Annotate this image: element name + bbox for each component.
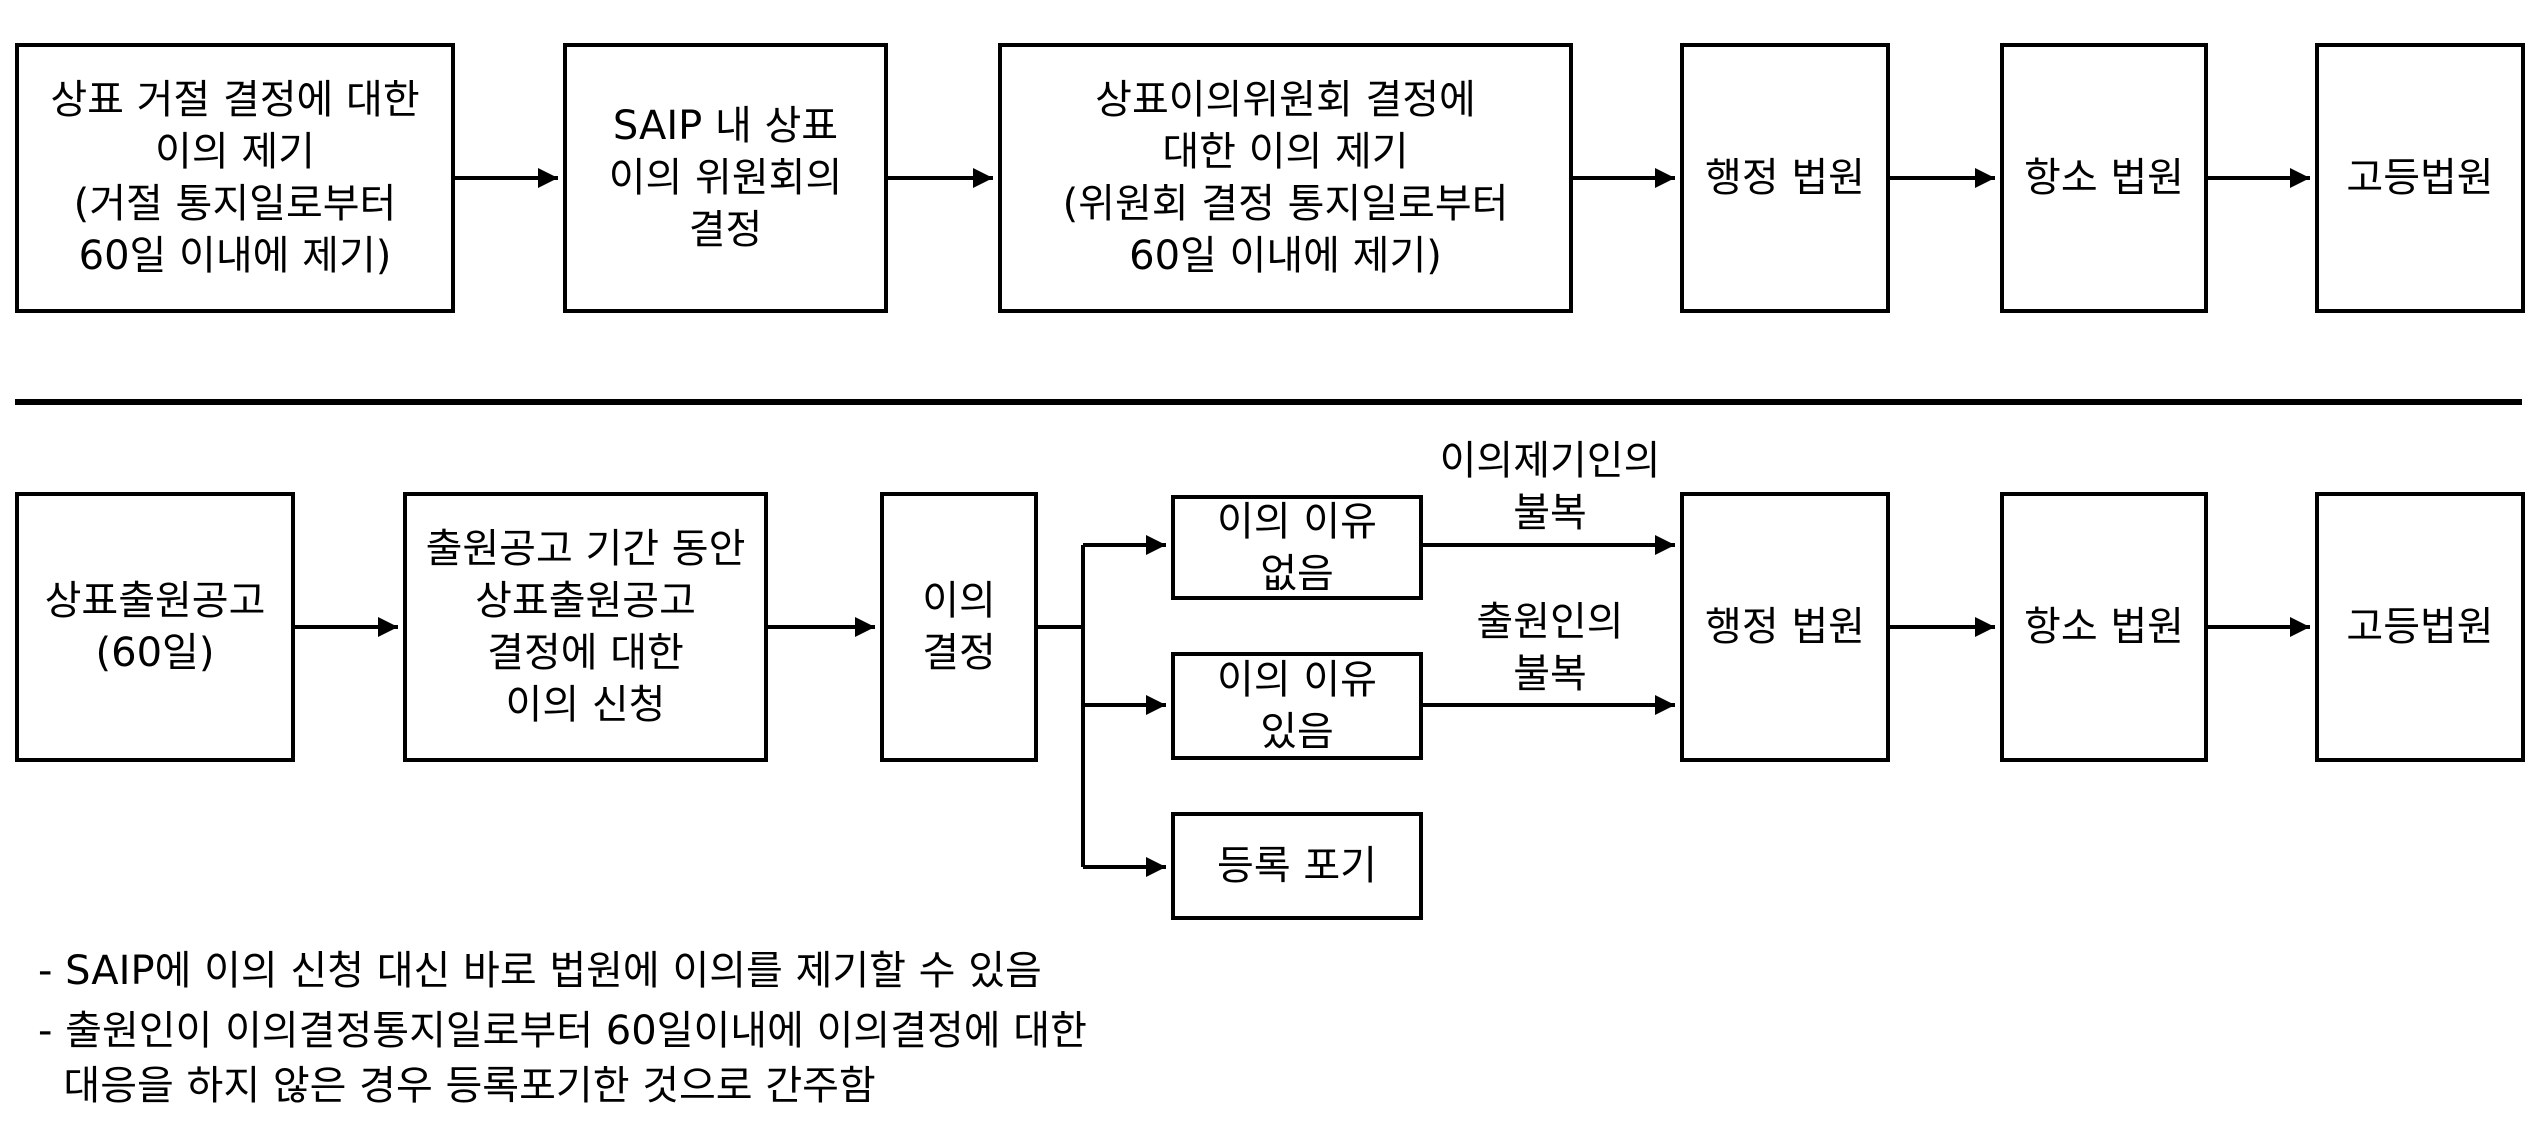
box-bottom-appeal-court: 항소 법원 <box>2000 492 2208 762</box>
box-top-4-text: 행정 법원 <box>1705 155 1865 201</box>
box-bottom-5-text: 항소 법원 <box>2024 604 2184 650</box>
box-branch-grounds: 이의 이유 있음 <box>1171 652 1423 760</box>
box-branch-abandon: 등록 포기 <box>1171 812 1423 920</box>
branch-2-text: 이의 이유 있음 <box>1217 657 1377 755</box>
label-applicant-appeal: 출원인의 불복 <box>1476 599 1624 697</box>
box-bottom-6-text: 고등법원 <box>2346 604 2494 650</box>
branch-1-text: 이의 이유 없음 <box>1217 498 1377 597</box>
box-top-3-text: 상표이의위원회 결정에 대한 이의 제기 (위원회 결정 통지일로부터 60일 … <box>1062 77 1509 279</box>
box-top-administrative-court: 행정 법원 <box>1680 43 1890 313</box>
box-top-5-text: 항소 법원 <box>2024 155 2184 201</box>
box-bottom-opposition-decision: 이의 결정 <box>880 492 1038 762</box>
box-top-objection-to-committee: 상표이의위원회 결정에 대한 이의 제기 (위원회 결정 통지일로부터 60일 … <box>998 43 1573 313</box>
branch-3-text: 등록 포기 <box>1217 843 1377 889</box>
box-top-6-text: 고등법원 <box>2346 155 2494 201</box>
box-bottom-4-text: 행정 법원 <box>1705 604 1865 650</box>
note-line-1: - SAIP에 이의 신청 대신 바로 법원에 이의를 제기할 수 있음 <box>38 948 1042 994</box>
box-bottom-3-text: 이의 결정 <box>922 578 996 676</box>
note-line-2: - 출원인이 이의결정통지일로부터 60일이내에 이의결정에 대한 <box>38 1008 1087 1054</box>
box-top-high-court: 고등법원 <box>2315 43 2525 313</box>
box-bottom-opposition-filing: 출원공고 기간 동안 상표출원공고 결정에 대한 이의 신청 <box>403 492 768 762</box>
box-top-objection-to-refusal: 상표 거절 결정에 대한 이의 제기 (거절 통지일로부터 60일 이내에 제기… <box>15 43 455 313</box>
box-branch-no-grounds: 이의 이유 없음 <box>1171 495 1423 600</box>
box-bottom-publication: 상표출원공고 (60일) <box>15 492 295 762</box>
note-line-3: 대응을 하지 않은 경우 등록포기한 것으로 간주함 <box>38 1063 876 1109</box>
box-bottom-high-court: 고등법원 <box>2315 492 2525 762</box>
box-bottom-2-text: 출원공고 기간 동안 상표출원공고 결정에 대한 이의 신청 <box>425 526 746 728</box>
box-bottom-1-text: 상표출원공고 (60일) <box>44 578 266 676</box>
box-bottom-administrative-court: 행정 법원 <box>1680 492 1890 762</box>
box-top-appeal-court: 항소 법원 <box>2000 43 2208 313</box>
label-opponent-appeal: 이의제기인의 불복 <box>1439 438 1661 536</box>
box-top-1-text: 상표 거절 결정에 대한 이의 제기 (거절 통지일로부터 60일 이내에 제기… <box>50 77 420 279</box>
box-top-committee-decision: SAIP 내 상표 이의 위원회의 결정 <box>563 43 888 313</box>
box-top-2-text: SAIP 내 상표 이의 위원회의 결정 <box>608 103 843 253</box>
